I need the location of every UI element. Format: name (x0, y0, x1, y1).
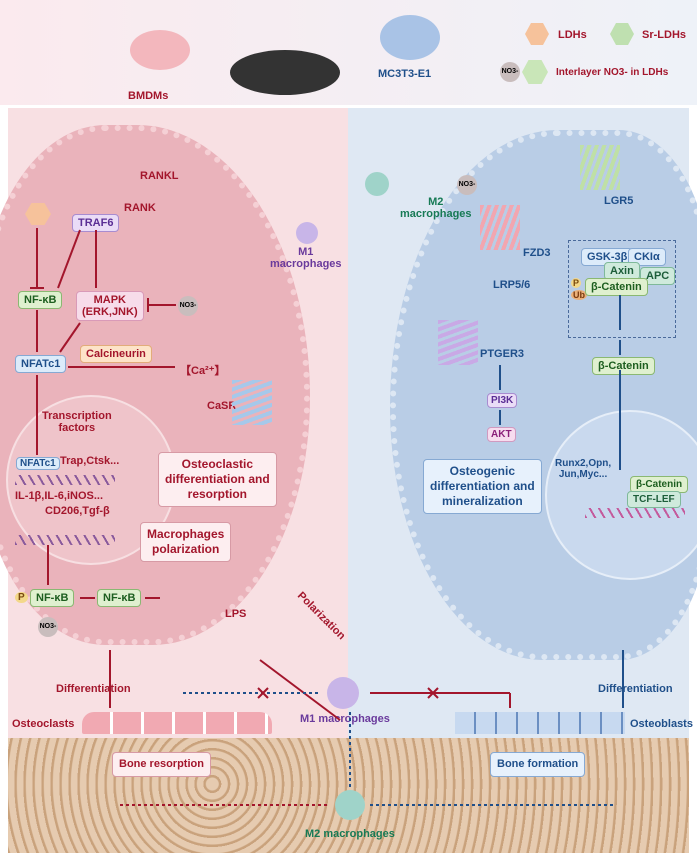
rankl-label: RANKL (140, 170, 179, 182)
ca-label: 【Ca²⁺】 (180, 365, 226, 377)
mc3t3-cells-icon (380, 15, 440, 60)
lgr5-receptor-icon (580, 145, 620, 190)
bmdms-label: BMDMs (128, 90, 169, 102)
osteoclastic-box: Osteoclastic differentiation and resorpt… (158, 452, 277, 507)
calcineurin-box: Calcineurin (80, 345, 152, 363)
trap-ctsk-label: Trap,Ctsk... (60, 455, 120, 467)
mouse-icon (230, 50, 340, 95)
pi3k-box: PI3K (487, 393, 518, 408)
polarization-arrow (259, 659, 341, 721)
no3-icon: NO3- (500, 62, 520, 82)
legend-ldhs: LDHs (558, 29, 587, 41)
fzd3-receptor-icon (480, 205, 520, 250)
differentiation-left-label: Differentiation (56, 683, 131, 695)
differentiation-right-label: Differentiation (598, 683, 673, 695)
ldh-icon (25, 203, 51, 225)
m2-macrophage-icon (365, 172, 389, 196)
il-label: IL-1β,IL-6,iNOS... (15, 490, 103, 502)
ptger3-receptor-icon (438, 320, 478, 365)
dna-icon (15, 535, 115, 545)
ck-box: CKIα (628, 248, 666, 266)
ldhs-icon (525, 23, 549, 45)
lps-label: LPS (225, 608, 247, 620)
sr-ldhs-icon (610, 23, 634, 45)
m2-bottom-label: M2 macrophages (305, 828, 395, 840)
ptger3-label: PTGER3 (480, 348, 525, 360)
osteoblasts-icon (455, 712, 625, 734)
osteoblasts-label: Osteoblasts (630, 718, 693, 730)
destruction-complex (568, 240, 676, 338)
no3-ldh-icon: NO3- (38, 617, 58, 637)
dna-icon (585, 508, 685, 518)
tcf-lef-box: TCF-LEF (627, 491, 681, 508)
ubiquitin-badge: Ub (571, 290, 587, 300)
axin-box: Axin (604, 262, 640, 280)
runx-label: Runx2,Opn, Jun,Myc... (555, 458, 612, 480)
casr-label: CaSR (207, 400, 237, 412)
top-banner (0, 0, 697, 105)
cd206-label: CD206,Tgf-β (45, 505, 110, 517)
osteogenic-box: Osteogenic differentiation and mineraliz… (423, 459, 542, 514)
legend-sr-ldhs: Sr-LDHs (642, 29, 687, 41)
lgr5-label: LGR5 (604, 195, 634, 207)
legend-interlayer: Interlayer NO3- in LDHs (556, 67, 669, 78)
transcription-factors-label: Transcription factors (42, 410, 112, 434)
akt-box: AKT (487, 427, 516, 442)
m1-bottom-label: M1 macrophages (300, 713, 390, 725)
osteoclasts-label: Osteoclasts (12, 718, 75, 730)
nfkb-box: NF-κB (18, 291, 63, 309)
m1-label: M1 macrophages (270, 246, 342, 270)
m2-label: M2 macrophages (400, 196, 472, 220)
rank-label: RANK (124, 202, 156, 214)
phospho-badge: P (15, 592, 28, 603)
mapk-box: MAPK (ERK,JNK) (76, 291, 144, 321)
bmdm-cells-icon (130, 30, 190, 70)
bone-formation-box: Bone formation (490, 752, 586, 777)
nfatc1-box: NFATc1 (15, 355, 67, 373)
m1-macrophage-icon (296, 222, 318, 244)
dna-icon (15, 475, 115, 485)
lrp-label: LRP5/6 (493, 279, 531, 291)
no3-ldh-icon: NO3- (457, 175, 477, 195)
apc-box: APC (640, 267, 676, 285)
casr-receptor-icon (232, 380, 272, 425)
polarization-box: Macrophages polarization (140, 522, 232, 562)
bcatenin-box: β-Catenin (592, 357, 655, 375)
block-x-icon (257, 687, 439, 699)
no3-ldh-icon: NO3- (178, 296, 198, 316)
fzd3-label: FZD3 (523, 247, 551, 259)
bone-resorption-box: Bone resorption (112, 752, 211, 777)
mc3t3-label: MC3T3-E1 (378, 68, 432, 80)
m2-macrophage-icon (335, 790, 365, 820)
m1-macrophage-icon (327, 677, 359, 709)
bcatenin-complex-box: β-Catenin (585, 278, 648, 296)
phospho-badge: P (571, 278, 582, 288)
nfkb2-box: NF-κB (97, 589, 142, 607)
nfatc1-dna-label: NFATc1 (16, 457, 60, 470)
osteoclasts-icon (82, 712, 272, 734)
p-nfkb-box: NF-κB (30, 589, 75, 607)
